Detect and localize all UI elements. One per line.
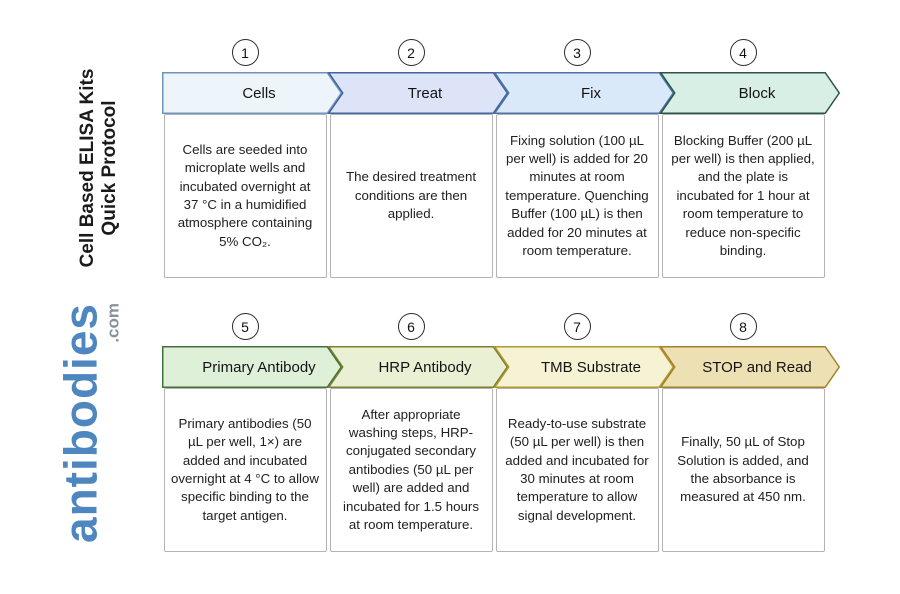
protocol-step: 4 Block Blocking Buffer (200 µL per well… [659,39,841,278]
step-number: 7 [573,318,581,335]
step-label: STOP and Read [702,358,812,376]
logo-domain-suffix: .com [103,302,123,343]
chevron-shape-icon [493,72,675,114]
step-description: Primary antibodies (50 µL per well, 1×) … [171,415,319,523]
step-description-box: Cells are seeded into microplate wells a… [163,114,327,278]
step-label: TMB Substrate [540,358,642,376]
protocol-step: 8 STOP and Read Finally, 50 µL of Stop S… [659,313,841,552]
protocol-step: 5 Primary Antibody Primary antibodies (5… [162,313,343,552]
step-description: The desired treatment conditions are the… [345,169,477,222]
step-description-box: Ready-to-use substrate (50 µL per well) … [495,388,659,552]
step-number: 3 [573,44,581,61]
step-chevron-arrow: Primary Antibody [162,346,343,388]
chevron-shape-icon [327,346,509,388]
protocol-step: 2 Treat The desired treatment conditions… [327,39,509,278]
step-number-badge: 4 [729,39,757,66]
flow-row-2: 5 Primary Antibody Primary antibodies (5… [162,313,841,552]
page-title-line1: Cell Based ELISA Kits [77,68,99,268]
protocol-step: 3 Fix Fixing solution (100 µL per well) … [493,39,675,278]
step-number: 5 [241,318,249,335]
chevron-shape-icon [162,72,343,114]
step-chevron-arrow: HRP Antibody [327,346,509,388]
step-chevron-arrow: Cells [162,72,343,114]
chevron-shape-icon [659,346,841,388]
logo-wordmark: antibodies [54,302,107,544]
step-label: HRP Antibody [378,358,472,376]
step-description: Blocking Buffer (200 µL per well) is the… [671,132,815,258]
step-chevron-arrow: Treat [327,72,509,114]
step-number: 8 [739,318,747,335]
page-title: Cell Based ELISA Kits Quick Protocol [77,69,121,268]
step-number: 2 [407,44,415,61]
step-description: Cells are seeded into microplate wells a… [177,141,313,249]
protocol-step: 1 Cells Cells are seeded into microplate… [162,39,343,278]
flow-row-1: 1 Cells Cells are seeded into microplate… [162,39,841,278]
step-number-badge: 7 [563,313,591,340]
step-description-box: Finally, 50 µL of Stop Solution is added… [661,388,825,552]
step-number: 1 [241,44,249,61]
step-label: Treat [407,84,443,102]
step-number-badge: 3 [563,39,591,66]
step-description-box: The desired treatment conditions are the… [329,114,493,278]
chevron-shape-icon [327,72,509,114]
chevron-shape-icon [162,346,343,388]
chevron-shape-icon [493,346,675,388]
step-number: 6 [407,318,415,335]
step-chevron-arrow: Block [659,72,841,114]
step-label: Cells [242,84,276,102]
step-label: Block [738,84,776,102]
step-description: Fixing solution (100 µL per well) is add… [505,132,649,258]
step-number-badge: 8 [729,313,757,340]
step-description: After appropriate washing steps, HRP-con… [342,406,479,532]
chevron-shape-icon [659,72,841,114]
step-label: Fix [581,84,601,102]
step-description-box: Fixing solution (100 µL per well) is add… [495,114,659,278]
step-label: Primary Antibody [202,358,316,376]
step-description: Finally, 50 µL of Stop Solution is added… [677,434,809,505]
step-chevron-arrow: STOP and Read [659,346,841,388]
page-title-line2: Quick Protocol [99,100,120,236]
step-description-box: Blocking Buffer (200 µL per well) is the… [661,114,825,278]
step-description: Ready-to-use substrate (50 µL per well) … [505,415,649,523]
step-description-box: Primary antibodies (50 µL per well, 1×) … [163,388,327,552]
step-number-badge: 1 [231,39,259,66]
step-number-badge: 2 [397,39,425,66]
step-number-badge: 5 [231,313,259,340]
step-chevron-arrow: TMB Substrate [493,346,675,388]
protocol-step: 7 TMB Substrate Ready-to-use substrate (… [493,313,675,552]
step-number: 4 [739,44,747,61]
step-number-badge: 6 [397,313,425,340]
step-chevron-arrow: Fix [493,72,675,114]
step-description-box: After appropriate washing steps, HRP-con… [329,388,493,552]
antibodies-logo: antibodies .com [54,302,123,544]
protocol-step: 6 HRP Antibody After appropriate washing… [327,313,509,552]
